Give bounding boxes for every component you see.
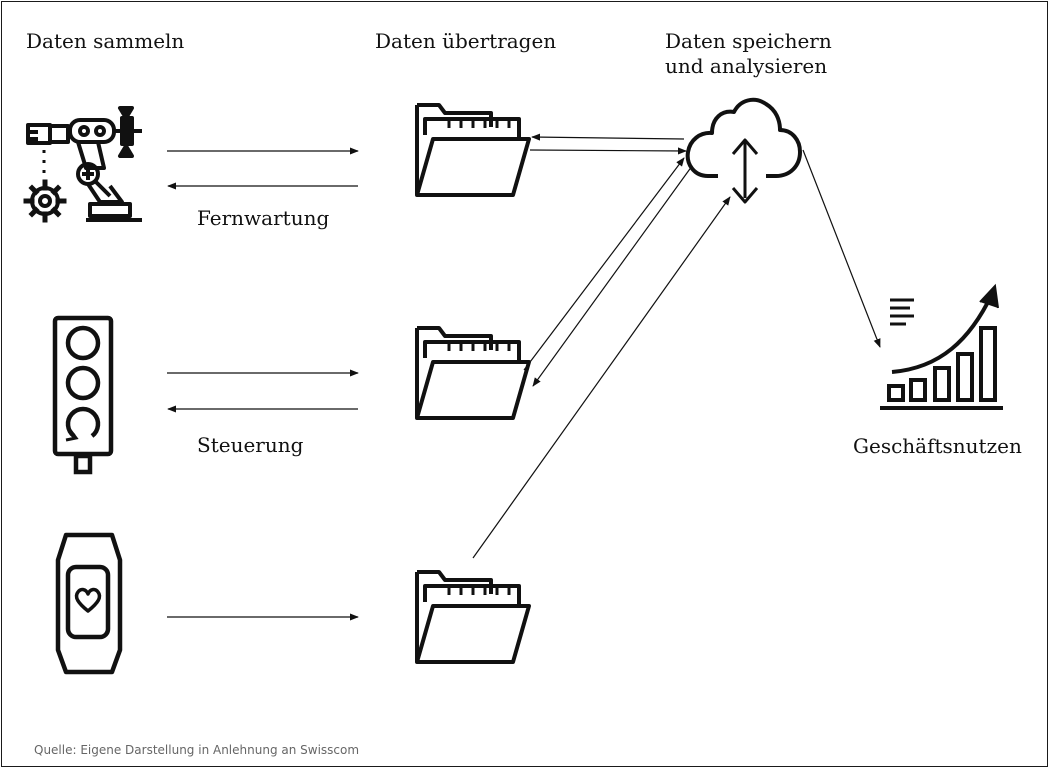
arrow-folder1-to-cloud bbox=[529, 147, 687, 155]
edge-label-control: Steuerung bbox=[197, 433, 304, 457]
arrow-folder2-to-cloud bbox=[523, 157, 685, 371]
edge-label-remote-maintenance: Fernwartung bbox=[197, 206, 330, 230]
gear-icon bbox=[23, 179, 67, 223]
folder-icon-3 bbox=[415, 570, 531, 664]
cloud-sync-icon bbox=[685, 97, 802, 204]
column-label-store-line2: und analysieren bbox=[665, 54, 828, 78]
fitness-tracker-icon bbox=[55, 532, 123, 675]
robot-arm-icon bbox=[26, 106, 142, 222]
folder-icon-2 bbox=[415, 326, 531, 420]
column-label-collect: Daten sammeln bbox=[26, 29, 185, 53]
growth-chart-icon bbox=[880, 283, 1003, 410]
arrow-cloud-to-chart bbox=[802, 149, 881, 348]
arrow-cloud-to-folder2 bbox=[532, 165, 693, 387]
result-label: Geschäftsnutzen bbox=[853, 434, 1022, 458]
source-note: Quelle: Eigene Darstellung in Anlehnung … bbox=[34, 743, 360, 757]
arrow-folder3-to-cloud bbox=[472, 196, 731, 559]
traffic-light-icon bbox=[52, 315, 114, 475]
column-label-store-line1: Daten speichern bbox=[665, 29, 832, 53]
column-label-transfer: Daten übertragen bbox=[375, 29, 557, 53]
folder-icon-1 bbox=[415, 103, 531, 197]
arrow-cloud-to-folder1 bbox=[531, 133, 685, 141]
